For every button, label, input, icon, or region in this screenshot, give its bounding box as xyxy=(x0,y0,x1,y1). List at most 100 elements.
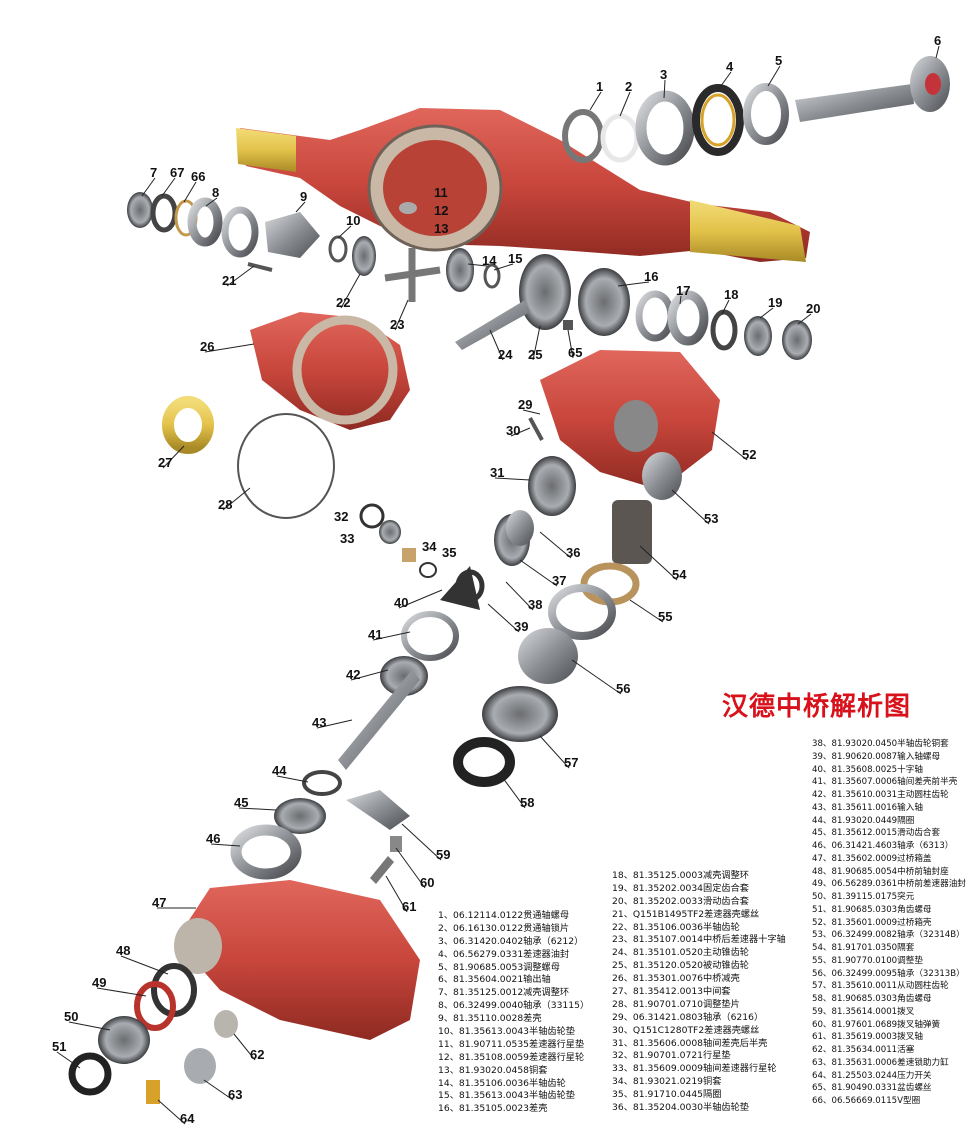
leader-line-9 xyxy=(295,201,306,213)
legend-item: 2、06.16130.0122贯通轴锁片 xyxy=(438,922,570,934)
leader-line-58 xyxy=(499,773,526,809)
legend-item: 6、81.35604.0021输出轴 xyxy=(438,974,551,986)
callout-26: 26 xyxy=(200,339,215,354)
leader-line-38 xyxy=(505,581,534,611)
legend-item: 54、81.91701.0350隔套 xyxy=(812,943,915,953)
callout-36: 36 xyxy=(566,545,581,560)
legend-item: 13、81.93020.0458铜套 xyxy=(438,1064,548,1076)
leader-line-16 xyxy=(617,281,650,287)
parts-legend-right: 38、81.93020.0450半轴齿轮铜套 39、81.90620.0087输入… xyxy=(812,738,966,1108)
leader-line-10 xyxy=(337,225,352,239)
legend-item: 28、81.90701.0710调整垫片 xyxy=(612,998,740,1010)
callout-18: 18 xyxy=(724,287,739,302)
leader-line-43 xyxy=(316,719,353,729)
callout-10: 10 xyxy=(346,213,361,228)
leader-line-4 xyxy=(717,71,732,91)
leader-line-66 xyxy=(183,181,197,203)
leader-line-29 xyxy=(522,409,541,415)
legend-item: 52、81.35601.0009过桥箱壳 xyxy=(812,917,932,928)
callout-43: 43 xyxy=(312,715,327,730)
leader-line-65 xyxy=(567,329,574,359)
legend-item: 48、81.90685.0054中桥前轴封座 xyxy=(812,866,949,877)
leader-line-19 xyxy=(759,307,774,319)
callout-47: 47 xyxy=(152,895,167,910)
callout-29: 29 xyxy=(518,397,533,412)
legend-item: 25、81.35120.0520被动锥齿轮 xyxy=(612,960,749,972)
leader-line-51 xyxy=(56,1051,81,1069)
legend-item: 49、06.56289.0361中桥前差速器油封 xyxy=(812,879,966,890)
leader-line-17 xyxy=(679,295,682,305)
legend-item: 34、81.93021.0219铜套 xyxy=(612,1076,722,1088)
leader-line-57 xyxy=(539,735,570,769)
leader-line-56 xyxy=(571,659,622,695)
reducer-housing-parts xyxy=(162,312,410,519)
callout-5: 5 xyxy=(775,53,783,68)
legend-item: 7、81.35125.0012减壳调整环 xyxy=(438,987,570,999)
axle-housing xyxy=(236,108,810,262)
leader-line-14 xyxy=(467,263,488,267)
callout-11: 11 xyxy=(434,185,448,200)
legend-item: 62、81.35634.0011活塞 xyxy=(812,1045,915,1055)
legend-item: 32、81.90701.0721行星垫 xyxy=(612,1050,731,1062)
leader-line-37 xyxy=(519,559,558,587)
callout-12: 12 xyxy=(434,203,449,218)
callout-8: 8 xyxy=(212,185,220,200)
legend-item: 35、81.91710.0445隔圈 xyxy=(612,1089,722,1101)
leader-line-20 xyxy=(797,313,812,325)
legend-item: 21、Q151B1495TF2差速器壳螺丝 xyxy=(612,908,760,920)
callout-56: 56 xyxy=(616,681,631,696)
transfer-housing-parts xyxy=(528,350,720,516)
callout-20: 20 xyxy=(806,301,821,316)
legend-item: 26、81.35301.0076中桥减壳 xyxy=(612,973,740,985)
legend-item: 57、81.35610.0011从动圆柱齿轮 xyxy=(812,981,949,992)
right-differential-parts xyxy=(578,268,812,360)
legend-item: 10、81.35613.0043半轴齿轮垫 xyxy=(438,1026,575,1038)
leader-line-36 xyxy=(539,531,572,559)
leader-line-25 xyxy=(532,325,541,361)
callout-1: 1 xyxy=(596,79,604,94)
callout-25: 25 xyxy=(528,347,543,362)
leader-line-44 xyxy=(276,775,309,783)
legend-item: 39、81.90620.0087输入轴螺母 xyxy=(812,751,941,762)
legend-item: 61、81.35619.0003拨叉轴 xyxy=(812,1032,923,1043)
legend-item: 41、81.35607.0006轴间差壳前半壳 xyxy=(812,777,958,788)
leader-line-59 xyxy=(401,823,442,861)
callout-33: 33 xyxy=(340,531,355,546)
callout-59: 59 xyxy=(436,847,451,862)
leader-line-5 xyxy=(767,65,781,87)
callout-46: 46 xyxy=(206,831,221,846)
leader-line-61 xyxy=(385,875,408,913)
leader-line-8 xyxy=(205,197,218,207)
callout-28: 28 xyxy=(218,497,233,512)
callout-55: 55 xyxy=(658,609,673,624)
legend-item: 63、81.35631.0006差速锁助力缸 xyxy=(812,1057,949,1068)
callout-6: 6 xyxy=(934,33,942,48)
callout-60: 60 xyxy=(420,875,435,890)
callout-41: 41 xyxy=(368,627,383,642)
callout-45: 45 xyxy=(234,795,249,810)
leader-line-52 xyxy=(711,431,748,461)
leader-line-26 xyxy=(204,343,255,353)
callout-15: 15 xyxy=(508,251,523,266)
legend-item: 51、81.90685.0303角齿螺母 xyxy=(812,904,932,915)
legend-item: 38、81.93020.0450半轴齿轮铜套 xyxy=(812,739,949,749)
legend-item: 46、06.31421.4603轴承（6313） xyxy=(812,841,954,851)
legend-item: 16、81.35105.0023差壳 xyxy=(438,1103,548,1115)
callout-38: 38 xyxy=(528,597,543,612)
leader-line-18 xyxy=(721,299,730,315)
legend-item: 58、81.90685.0303角齿螺母 xyxy=(812,994,932,1004)
callout-31: 31 xyxy=(490,465,505,480)
leader-line-21 xyxy=(226,265,255,287)
callout-32: 32 xyxy=(334,509,349,524)
legend-item: 27、81.35412.0013中间套 xyxy=(612,986,731,998)
leader-line-62 xyxy=(233,1033,256,1061)
bearing-row-top xyxy=(562,83,789,166)
callout-63: 63 xyxy=(228,1087,243,1102)
legend-item: 11、81.90711.0535差速器行星垫 xyxy=(438,1038,585,1050)
callout-22: 22 xyxy=(336,295,351,310)
callout-13: 13 xyxy=(434,221,449,236)
callout-57: 57 xyxy=(564,755,579,770)
callout-4: 4 xyxy=(726,59,734,74)
